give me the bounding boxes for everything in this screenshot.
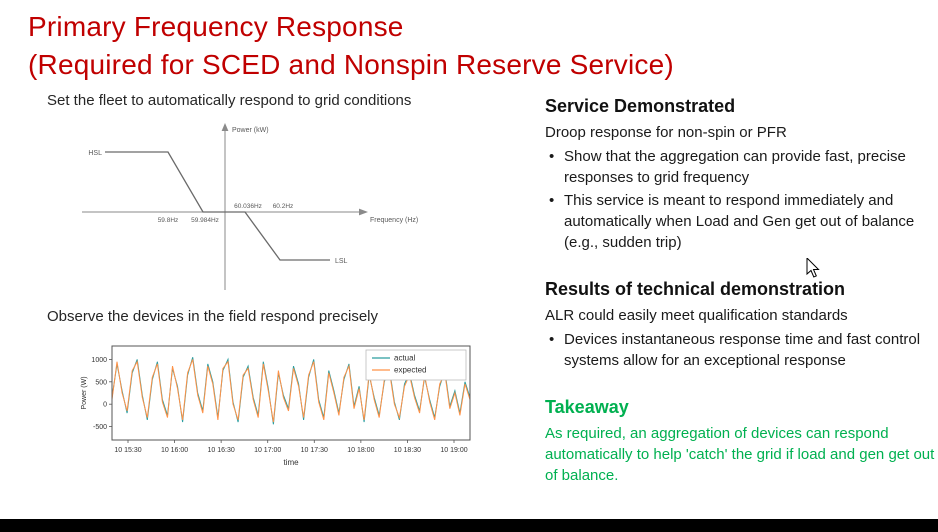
frequency-axis-arrow-icon (359, 208, 368, 216)
freq-tick-60-2: 60.2Hz (273, 203, 294, 210)
svg-text:10 16:30: 10 16:30 (208, 447, 235, 454)
takeaway-text: As required, an aggregation of devices c… (545, 425, 935, 484)
svg-text:1000: 1000 (91, 357, 107, 364)
svg-text:10 17:30: 10 17:30 (301, 447, 328, 454)
frequency-axis-label: Frequency (Hz) (370, 217, 418, 224)
svg-text:Power (W): Power (W) (81, 376, 88, 409)
power-axis-label: Power (kW) (232, 127, 269, 134)
bullet-item: This service is meant to respond immedia… (545, 190, 935, 253)
section-results: Results of technical demonstration ALR c… (545, 279, 935, 371)
lsl-label: LSL (335, 258, 348, 265)
section-heading: Results of technical demonstration (545, 279, 846, 299)
svg-text:10 18:30: 10 18:30 (394, 447, 421, 454)
svg-text:10 17:00: 10 17:00 (254, 447, 281, 454)
field-response-chart: 1000 500 0 -500 10 15:30 10 16:00 10 16:30 10 1… (81, 345, 471, 467)
svg-text:time: time (283, 458, 299, 467)
field-response-caption: Observe the devices in the field respond… (47, 308, 379, 325)
droop-curve-diagram: Power (kW) Frequency (Hz) HSL LSL 59.8Hz… (82, 123, 418, 290)
droop-caption: Set the fleet to automatically respond t… (47, 92, 412, 109)
right-column: Service Demonstrated Droop response for … (545, 96, 935, 512)
svg-text:10 16:00: 10 16:00 (161, 447, 188, 454)
slide-title: Primary Frequency Response (Required for… (28, 8, 674, 84)
svg-text:10 19:00: 10 19:00 (440, 447, 467, 454)
svg-text:actual: actual (394, 354, 416, 363)
svg-text:0: 0 (103, 402, 107, 409)
svg-text:10 15:30: 10 15:30 (114, 447, 141, 454)
freq-tick-60-036: 60.036Hz (234, 203, 262, 210)
hsl-label: HSL (88, 150, 102, 157)
bullet-list: Show that the aggregation can provide fa… (545, 146, 935, 253)
takeaway-heading: Takeaway (545, 397, 629, 417)
bullet-item: Devices instantaneous response time and … (545, 329, 935, 371)
svg-text:expected: expected (394, 366, 426, 375)
bullet-item: Show that the aggregation can provide fa… (545, 146, 935, 188)
section-intro: ALR could easily meet qualification stan… (545, 307, 848, 324)
droop-curve-line (105, 151, 330, 261)
freq-tick-59-984: 59.984Hz (191, 217, 219, 224)
section-intro: Droop response for non-spin or PFR (545, 124, 787, 141)
section-heading: Service Demonstrated (545, 96, 736, 116)
slide-title-line2: (Required for SCED and Nonspin Reserve S… (28, 49, 674, 80)
power-axis-arrow-icon (221, 123, 229, 131)
bullet-list: Devices instantaneous response time and … (545, 329, 935, 371)
section-service-demonstrated: Service Demonstrated Droop response for … (545, 96, 935, 253)
svg-text:10 18:00: 10 18:00 (347, 447, 374, 454)
svg-text:500: 500 (95, 379, 107, 386)
slide-title-line1: Primary Frequency Response (28, 11, 404, 42)
freq-tick-59-8: 59.8Hz (158, 217, 179, 224)
bottom-black-bar (0, 519, 938, 532)
mouse-cursor-icon (806, 258, 820, 278)
section-takeaway: Takeaway As required, an aggregation of … (545, 397, 935, 486)
svg-text:-500: -500 (93, 424, 107, 431)
